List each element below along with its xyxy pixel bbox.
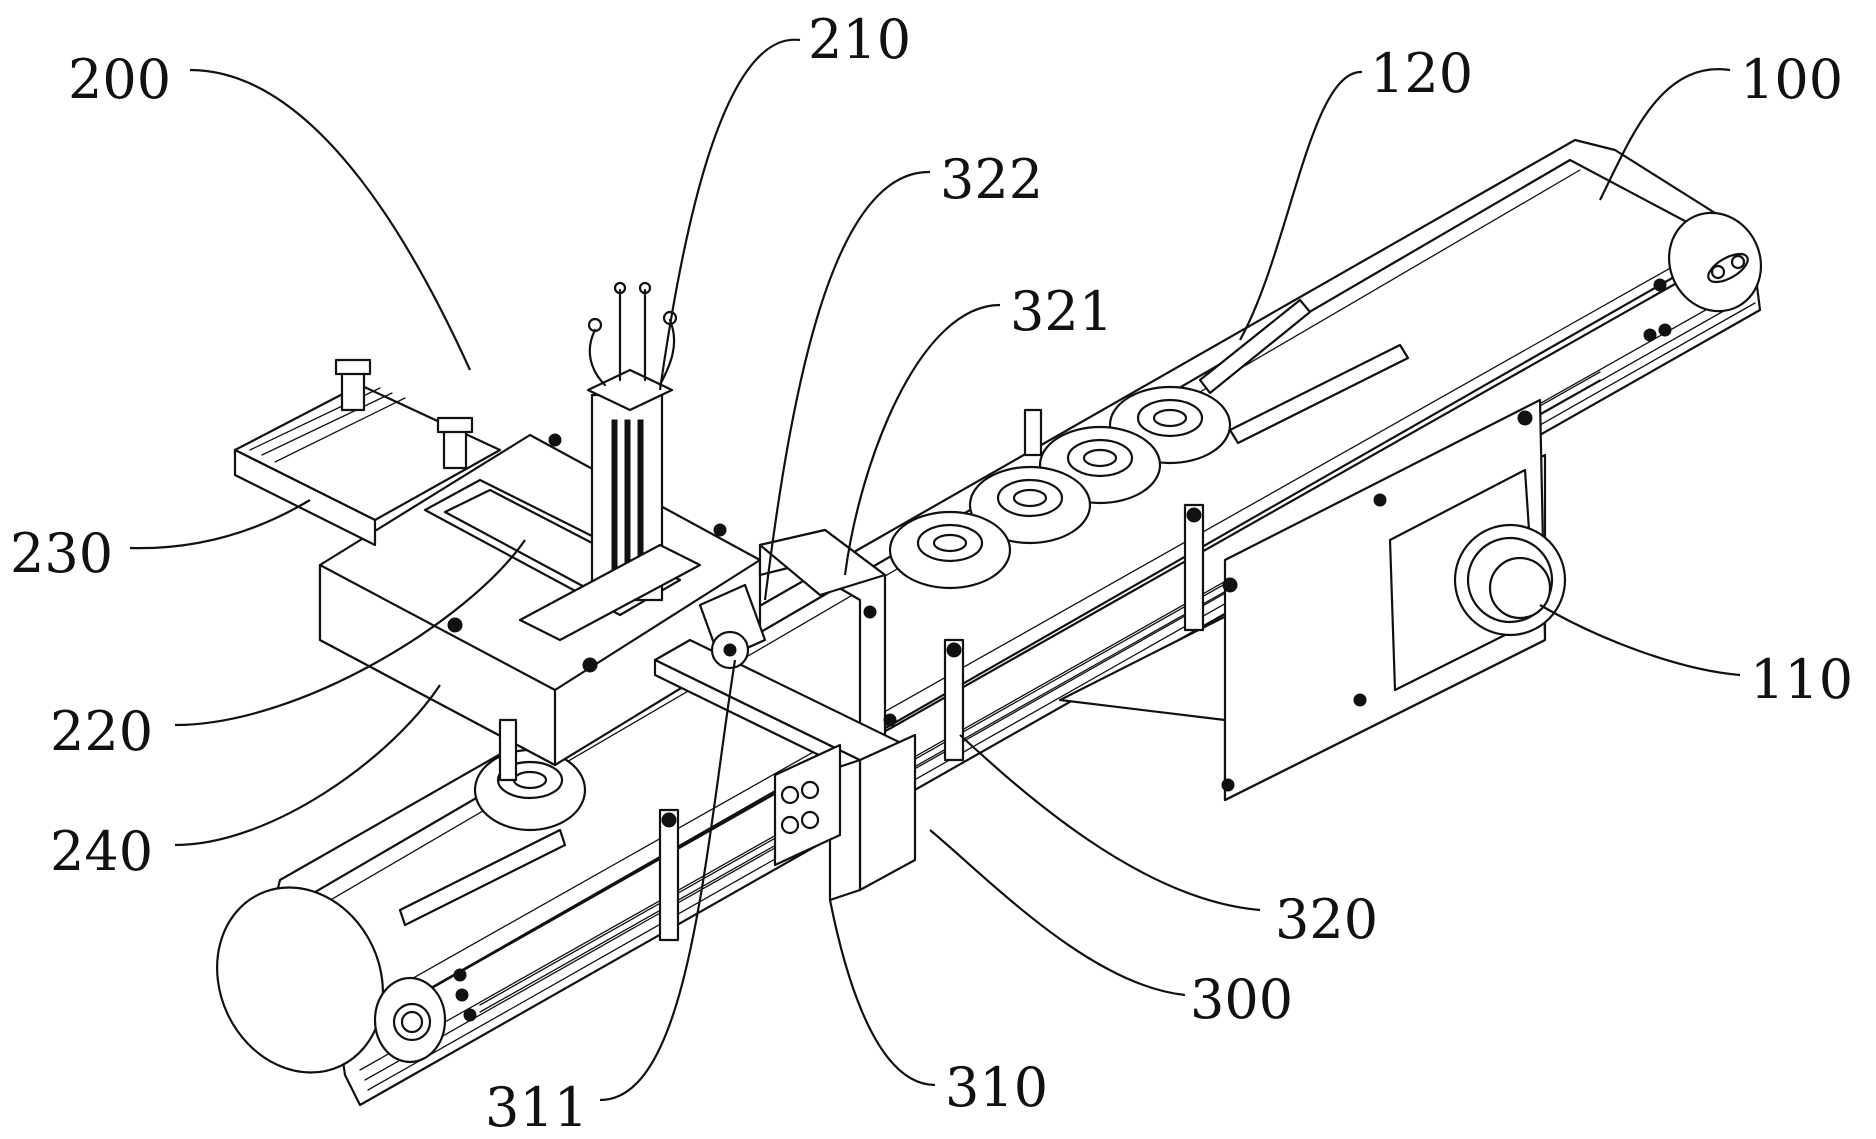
label-220: 220 xyxy=(50,700,153,763)
label-310: 310 xyxy=(945,1056,1048,1119)
label-320: 320 xyxy=(1275,888,1378,951)
label-110: 110 xyxy=(1750,648,1853,711)
label-210: 210 xyxy=(808,8,911,71)
workpiece xyxy=(890,512,1010,588)
label-300: 300 xyxy=(1190,968,1293,1031)
leader-300 xyxy=(930,830,1185,995)
leader-320 xyxy=(960,735,1260,910)
leader-310 xyxy=(830,900,935,1085)
pneumatic-fitting xyxy=(336,360,370,410)
label-230: 230 xyxy=(10,522,113,585)
leader-210 xyxy=(660,40,800,390)
label-321: 321 xyxy=(1010,280,1113,343)
leader-200 xyxy=(190,70,470,370)
label-120: 120 xyxy=(1370,42,1473,105)
label-322: 322 xyxy=(940,148,1043,211)
pneumatic-fitting xyxy=(438,418,472,468)
leader-110 xyxy=(1540,605,1740,675)
label-311: 311 xyxy=(485,1076,588,1139)
workpiece xyxy=(475,750,585,830)
label-100: 100 xyxy=(1740,48,1843,111)
label-200: 200 xyxy=(68,48,171,111)
leader-230 xyxy=(130,500,310,548)
label-240: 240 xyxy=(50,820,153,883)
